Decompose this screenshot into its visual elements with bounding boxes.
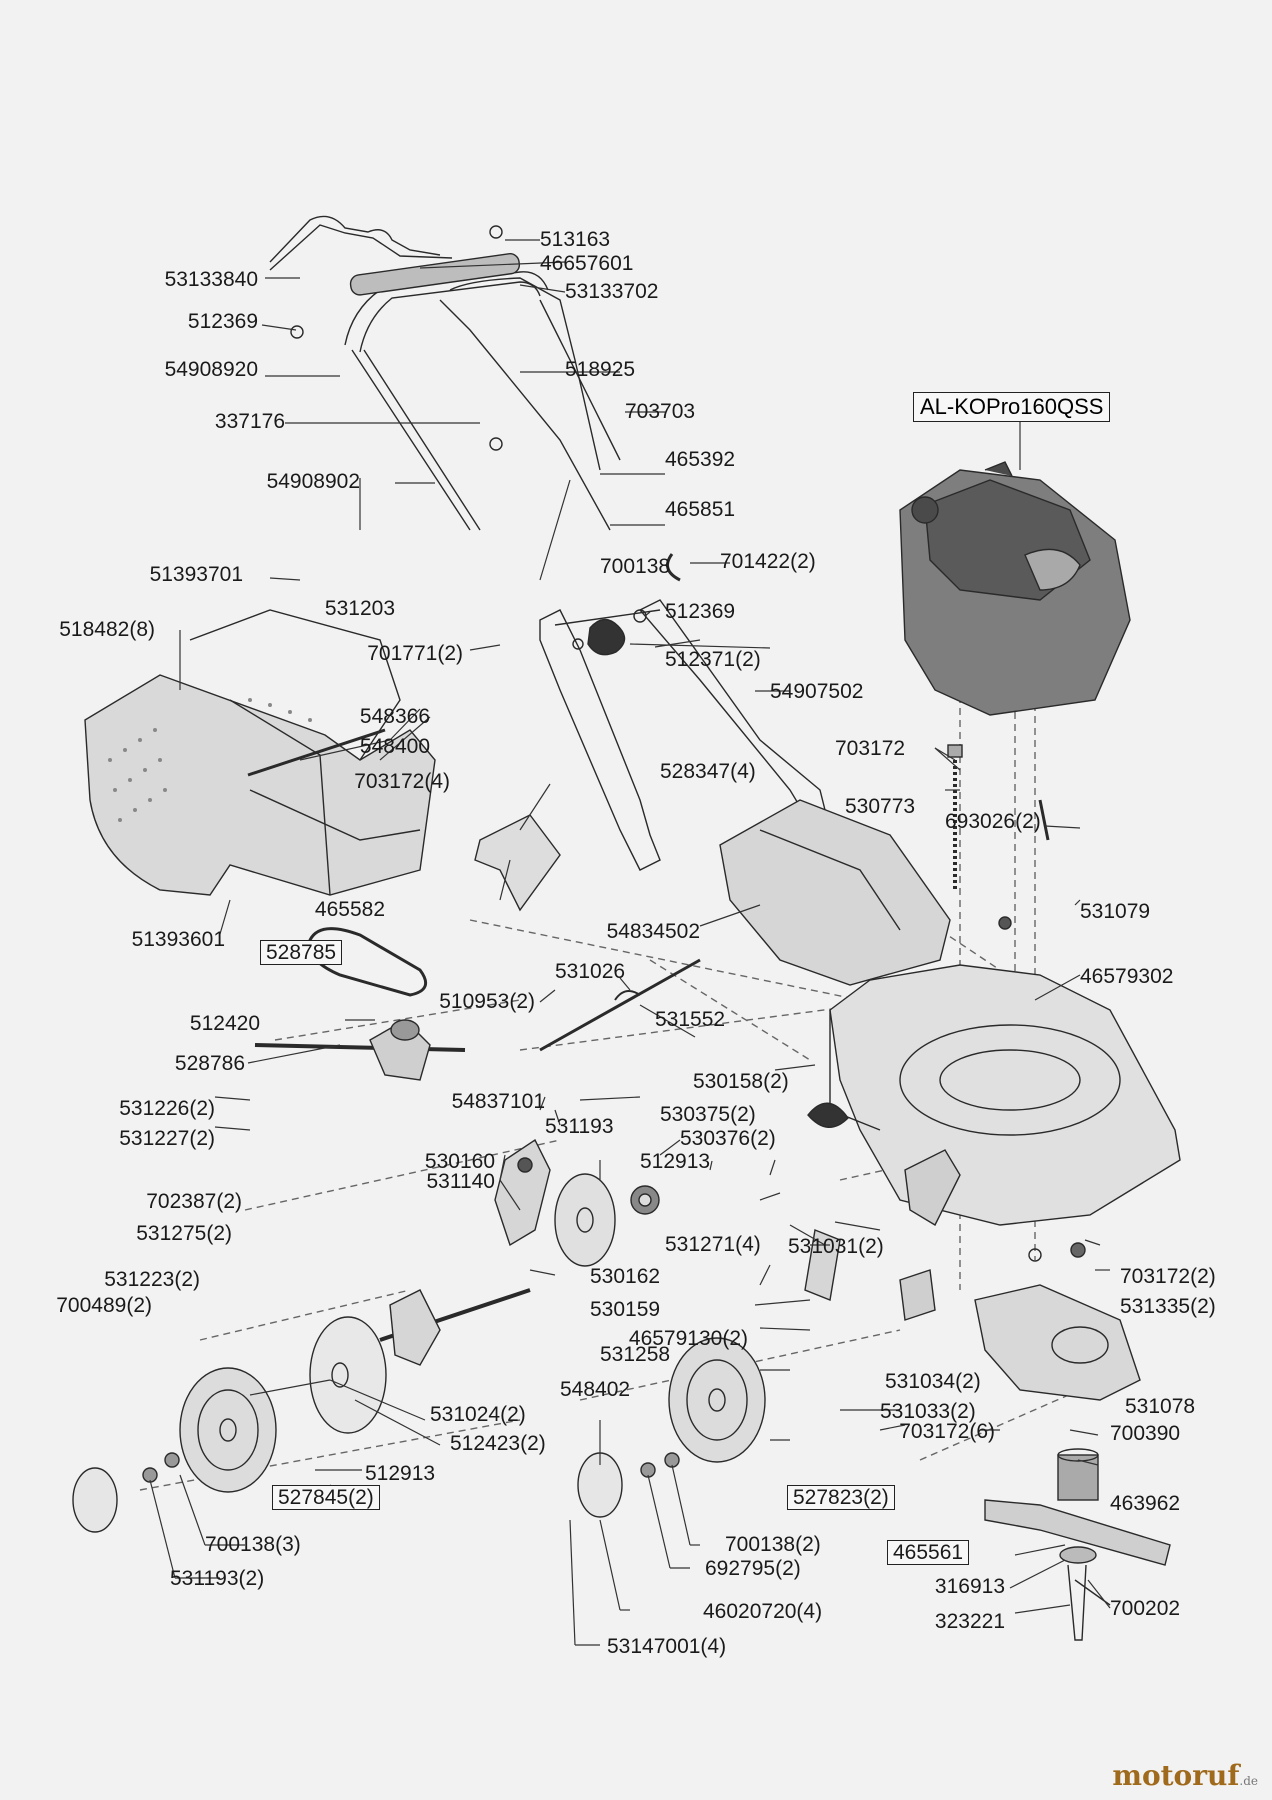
part-number-label: 531079 — [1080, 900, 1151, 923]
part-number-label: 700202 — [1110, 1597, 1181, 1620]
part-number-label: 512369 — [665, 600, 736, 623]
part-number-label: 527823(2) — [787, 1485, 895, 1510]
part-number-label: 531078 — [1125, 1395, 1196, 1418]
part-number-label: 528786 — [174, 1052, 245, 1075]
part-number-label: 323221 — [934, 1610, 1005, 1633]
part-number-label: 46657601 — [540, 252, 634, 275]
part-number-label: 465561 — [887, 1540, 970, 1565]
part-number-label: 531193 — [545, 1115, 614, 1138]
part-number-label: 703172 — [835, 737, 906, 760]
part-number-label: 54907502 — [770, 680, 864, 703]
part-number-label: 531140 — [426, 1170, 495, 1193]
watermark-brand: motoruf — [1112, 1759, 1240, 1792]
part-number-label: 528347(4) — [660, 760, 756, 783]
part-number-label: 46579130(2) — [628, 1327, 748, 1350]
watermark-tld: .de — [1239, 1774, 1258, 1788]
part-number-label: 530160 — [424, 1150, 495, 1173]
part-number-label: 531193(2) — [170, 1567, 265, 1590]
part-number-label: 530375(2) — [660, 1103, 756, 1126]
part-number-label: 548366 — [359, 705, 430, 728]
part-number-label: 527845(2) — [272, 1485, 380, 1510]
part-number-label: 528785 — [260, 940, 343, 965]
part-number-label: 700138(2) — [725, 1533, 821, 1556]
part-number-label: 531258 — [600, 1343, 671, 1366]
part-number-label: 54908920 — [164, 358, 258, 381]
part-number-label: 512371(2) — [665, 648, 761, 671]
part-number-label: 703172(4) — [354, 770, 450, 793]
part-number-label: 518482(8) — [59, 618, 155, 641]
part-number-label: 693026(2) — [945, 810, 1041, 833]
part-number-label: 46579302 — [1080, 965, 1174, 988]
part-number-label: 703172(6) — [899, 1420, 995, 1443]
watermark: motoruf.de — [1112, 1759, 1258, 1792]
part-number-label: 337176 — [214, 410, 285, 433]
part-number-label: 531031(2) — [788, 1235, 884, 1258]
part-number-label: 530773 — [845, 795, 916, 818]
part-number-label: 700138(3) — [205, 1533, 301, 1556]
part-number-label: 530158(2) — [693, 1070, 789, 1093]
part-number-label: 531226(2) — [119, 1097, 215, 1120]
part-number-label: 531275(2) — [136, 1222, 232, 1245]
part-number-label: 53133702 — [565, 280, 659, 303]
part-number-label: 54834502 — [606, 920, 700, 943]
part-number-label: 51393601 — [131, 928, 225, 951]
part-number-label: 531024(2) — [430, 1403, 526, 1426]
part-number-label: 518925 — [565, 358, 636, 381]
part-number-label: 531552 — [655, 1008, 726, 1031]
part-number-label: 700489(2) — [56, 1294, 152, 1317]
part-number-label: 316913 — [934, 1575, 1005, 1598]
part-number-label: 531227(2) — [119, 1127, 215, 1150]
part-number-label: 463962 — [1110, 1492, 1181, 1515]
part-number-label: 512913 — [365, 1462, 436, 1485]
engine-model-label: AL-KOPro160QSS — [913, 392, 1111, 422]
part-number-label: 700138 — [600, 555, 671, 578]
part-number-label: 512913 — [640, 1150, 711, 1173]
part-number-label: 53147001(4) — [607, 1635, 727, 1658]
part-number-label: 531026 — [555, 960, 626, 983]
part-number-label: 510953(2) — [439, 990, 535, 1013]
part-number-label: 531203 — [324, 597, 395, 620]
part-number-label: 530159 — [590, 1298, 661, 1321]
part-number-label: 46020720(4) — [703, 1600, 823, 1623]
part-number-label: 531034(2) — [885, 1370, 981, 1393]
part-number-label: 700390 — [1110, 1422, 1181, 1445]
part-number-label: 54837101 — [451, 1090, 545, 1113]
part-number-label: 531033(2) — [880, 1400, 976, 1423]
part-number-label: 548400 — [359, 735, 430, 758]
part-number-label: 465851 — [665, 498, 736, 521]
part-number-label: 531271(4) — [665, 1233, 761, 1256]
part-number-label: 51393701 — [149, 563, 243, 586]
part-number-label: 512420 — [189, 1012, 260, 1035]
part-number-label: 703703 — [625, 400, 696, 423]
part-number-label: 531335(2) — [1120, 1295, 1216, 1318]
part-number-label: 512369 — [187, 310, 258, 333]
part-number-label: 530376(2) — [680, 1127, 776, 1150]
part-number-label: 465392 — [665, 448, 736, 471]
part-number-label: 512423(2) — [450, 1432, 546, 1455]
part-number-label: 702387(2) — [146, 1190, 242, 1213]
part-number-label: 692795(2) — [705, 1557, 801, 1580]
part-number-label: 530162 — [590, 1265, 661, 1288]
part-number-label: 465582 — [314, 898, 385, 921]
part-number-label: 531223(2) — [104, 1268, 200, 1291]
part-number-label: 548402 — [560, 1378, 631, 1401]
part-number-label: 703172(2) — [1120, 1265, 1216, 1288]
part-number-label: 513163 — [540, 228, 611, 251]
part-number-label: 701771(2) — [367, 642, 463, 665]
part-number-label: 701422(2) — [720, 550, 816, 573]
part-number-label: 54908902 — [266, 470, 360, 493]
part-number-label: 53133840 — [164, 268, 258, 291]
